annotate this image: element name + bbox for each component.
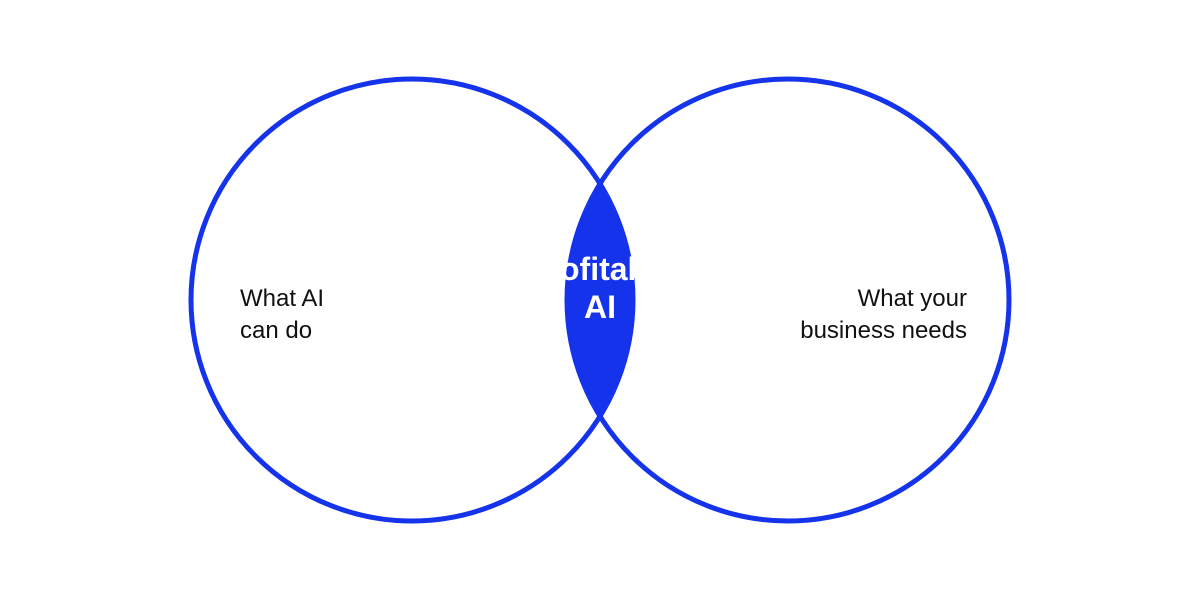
left-set-label-line1: What AI bbox=[240, 285, 325, 312]
overlap-label-line2: AI bbox=[584, 289, 616, 325]
left-set-label: What AI can do bbox=[240, 283, 324, 347]
left-set-label-line2: can do bbox=[240, 317, 313, 344]
left-circle bbox=[188, 76, 636, 524]
right-circle bbox=[564, 76, 1012, 524]
overlap-label: Profitable AI bbox=[500, 250, 700, 326]
right-set-label-line1: What your bbox=[857, 285, 967, 312]
right-set-label-line2: business needs bbox=[800, 317, 967, 344]
overlap-label-line1: Profitable bbox=[526, 251, 674, 287]
right-set-label: What your business needs bbox=[800, 283, 967, 347]
